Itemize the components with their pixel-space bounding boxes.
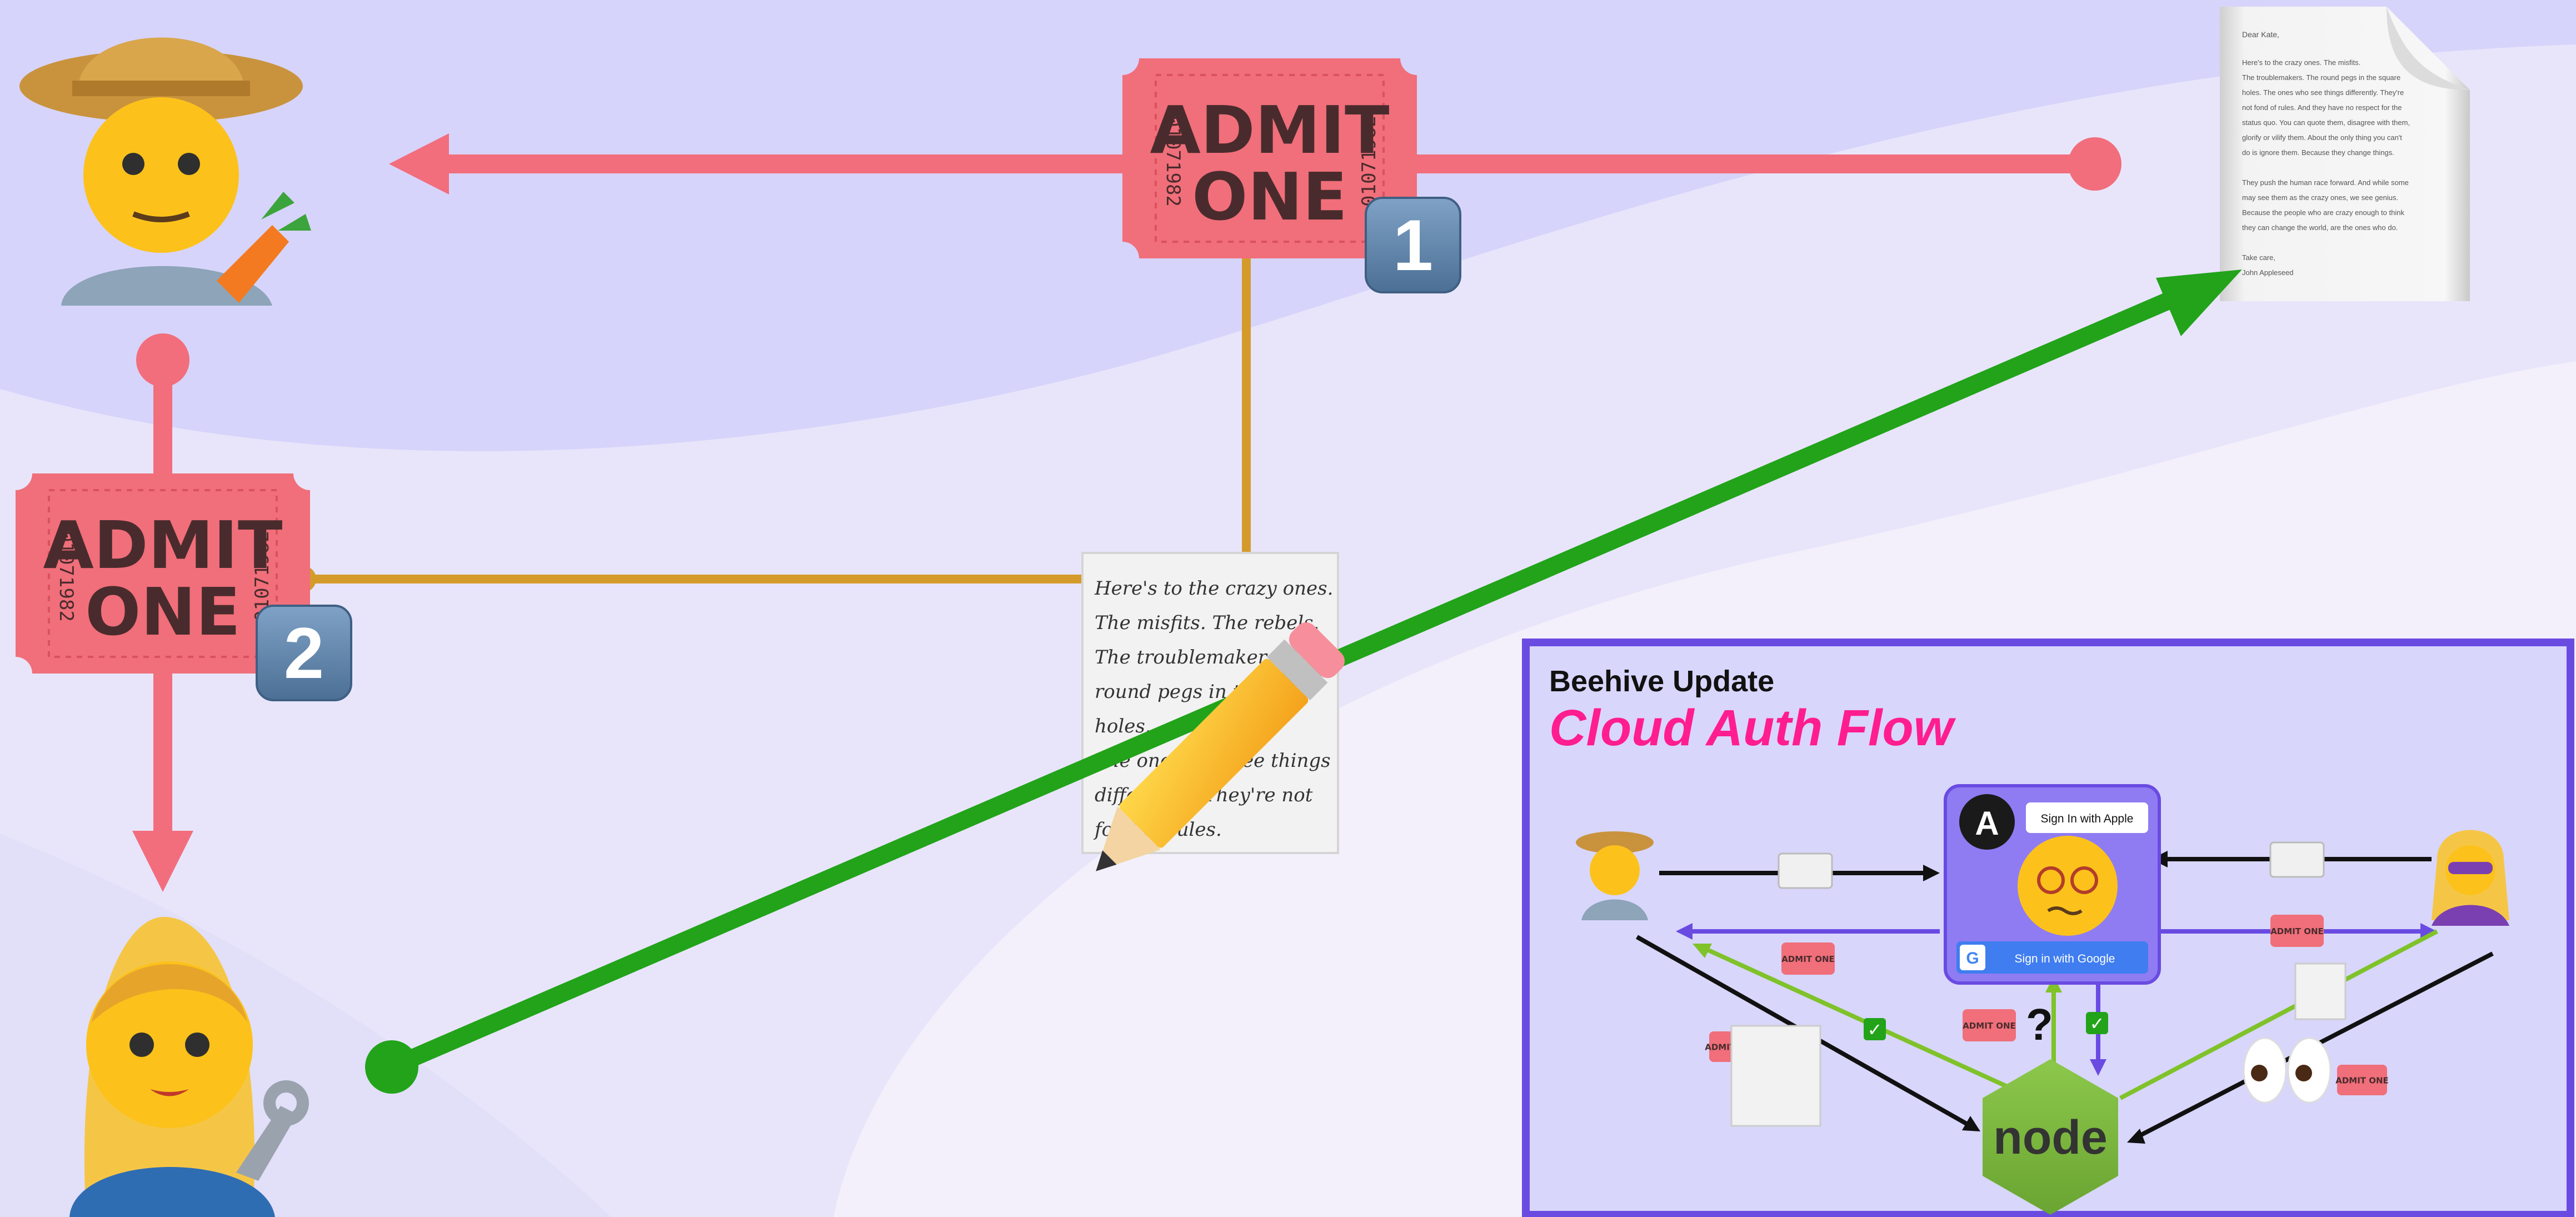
letter-line: holes. The ones who see things different… (2242, 88, 2404, 97)
letter-greeting: Dear Kate, (2242, 30, 2279, 39)
ticket-2-line2: ONE (85, 573, 241, 650)
inset-title: Beehive Update (1549, 665, 1774, 698)
letter-line: The troublemakers. The round pegs in the… (2242, 73, 2400, 82)
letter-line: Take care, (2242, 253, 2275, 262)
inset-node-icon: node (1983, 1059, 2118, 1215)
number-badge-2: 2 (256, 605, 352, 701)
badge-2-label: 2 (284, 612, 324, 694)
letter-body: Here's to the crazy ones. The misfits. Th… (2242, 58, 2410, 277)
google-g-icon: G (1966, 949, 1979, 967)
memo-line: The misfits. The rebels. (1095, 612, 1319, 634)
apple-signin-button[interactable]: Sign In with Apple (2041, 812, 2134, 825)
ticket-2-serial-left: 01071982 (55, 531, 77, 622)
letter-line: do is ignore them. Because they change t… (2242, 148, 2394, 157)
inset-memo-icon-2 (2294, 962, 2347, 1020)
letter-line: may see them as the crazy ones, we see g… (2242, 193, 2398, 202)
memo-line: Here's to the crazy ones. (1094, 577, 1333, 600)
inset-id-card-1 (1778, 852, 1833, 889)
google-signin-button[interactable]: Sign in with Google (2015, 952, 2115, 965)
inset-farmer-icon (1576, 831, 1654, 920)
letter-line: Because the people who are crazy enough … (2242, 208, 2404, 217)
ticket-1-serial-left: 01071982 (1162, 116, 1184, 207)
inset-auth-logo: A (1975, 805, 1999, 842)
inset-ticket-5-label: ADMIT ONE (2335, 1076, 2389, 1086)
inset-subtitle: Cloud Auth Flow (1549, 700, 1956, 756)
inset-ticket-3-label: ADMIT ONE (1963, 1021, 2016, 1031)
admit-one-ticket-2: ADMIT ONE 01071982 01071982 (16, 473, 310, 674)
inset-ticket-2: ADMIT ONE (2270, 915, 2324, 947)
memo-line: holes. (1095, 715, 1151, 737)
number-badge-1: 1 (1365, 197, 1461, 293)
letter-line: glorify or vilify them. About the only t… (2242, 133, 2402, 142)
inset-check-2 (2086, 1012, 2108, 1034)
inset-auth-box: A Sign In with Apple G Sign in with Goog… (1944, 784, 2161, 985)
inset-check-2-mark: ✓ (2090, 1013, 2105, 1034)
letter-line: John Appleseed (2242, 268, 2294, 277)
node-label: node (1993, 1111, 2107, 1164)
ticket-2-line1: ADMIT (43, 507, 282, 583)
letter-document-icon: Dear Kate, Here's to the crazy ones. The… (2220, 7, 2470, 301)
inset-question-mark: ? (2026, 1000, 2053, 1049)
letter-line: they can change the world, are the ones … (2242, 223, 2398, 232)
inset-ticket-1-label: ADMIT ONE (1781, 954, 1835, 964)
inset-ticket-1: ADMIT ONE (1781, 942, 1835, 975)
ticket-1-serial-right: 01071982 (1358, 116, 1380, 207)
inset-memo-icon (1730, 1025, 1821, 1127)
inset-arrows (1636, 851, 2494, 1144)
admit-one-ticket-1: ADMIT ONE 01071982 01071982 (1122, 58, 1417, 258)
inset-check-1 (1864, 1018, 1886, 1040)
mechanic-icon (69, 917, 309, 1217)
letter-line: status quo. You can quote them, disagree… (2242, 118, 2410, 127)
farmer-icon (19, 37, 311, 306)
letter-line: They push the human race forward. And wh… (2242, 178, 2409, 187)
letter-line: Here's to the crazy ones. The misfits. (2242, 58, 2360, 67)
inset-check-1-mark: ✓ (1868, 1019, 1883, 1040)
inset-ticket-5: ADMIT ONE (2335, 1065, 2389, 1095)
inset-panel: Beehive Update Cloud Auth Flow (1522, 639, 2574, 1217)
badge-1-label: 1 (1393, 205, 1433, 286)
inset-eyes-icon (2243, 1037, 2332, 1104)
inset-villain-icon (2432, 830, 2509, 926)
ticket-1-line1: ADMIT (1150, 92, 1389, 168)
inset-id-card-2 (2269, 841, 2325, 878)
inset-ticket-3: ADMIT ONE (1963, 1009, 2016, 1041)
inset-ticket-2-label: ADMIT ONE (2270, 926, 2324, 936)
ticket-1-line2: ONE (1192, 158, 1347, 235)
letter-line: not fond of rules. And they have no resp… (2242, 103, 2402, 112)
